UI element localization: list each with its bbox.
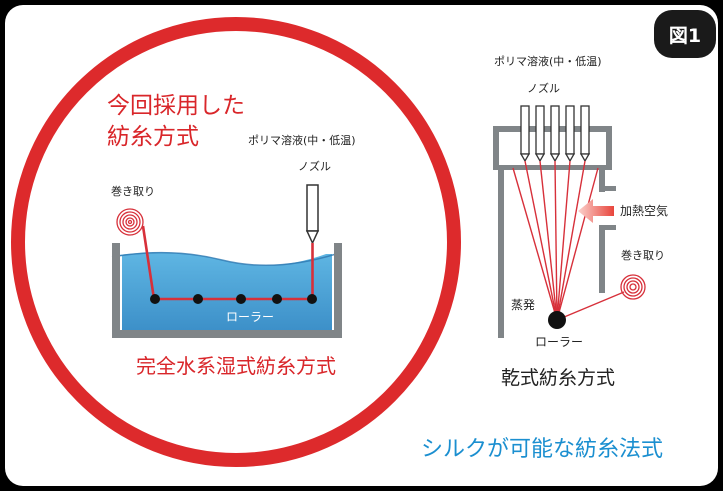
dry-roller (548, 311, 566, 329)
adopted-heading-line2: 紡糸方式 (107, 124, 199, 150)
dry-takeup-reel-icon (620, 274, 646, 300)
adopted-takeup-reel-icon (116, 208, 144, 236)
adopted-method-name: 完全水系湿式紡糸方式 (136, 354, 336, 378)
dry-roller-label: ローラー (535, 335, 583, 349)
dry-polymer-label: ポリマ溶液(中・低温) (494, 54, 602, 68)
dry-nozzle-label: ノズル (527, 81, 560, 95)
adopted-polymer-label: ポリマ溶液(中・低温) (248, 133, 356, 147)
figure-badge: 図1 (654, 10, 716, 58)
dry-spinning-chamber (493, 126, 616, 338)
highlight-circle (11, 17, 461, 467)
heated-air-arrow-icon (578, 199, 614, 223)
dry-takeup-label: 巻き取り (621, 249, 665, 262)
dry-threads (512, 160, 625, 321)
adopted-roller-label: ローラー (226, 310, 274, 324)
dry-nozzles (519, 105, 591, 163)
footer-caption: シルクが可能な紡糸法式 (421, 437, 663, 462)
dry-method-name: 乾式紡糸方式 (501, 367, 615, 389)
adopted-takeup-label: 巻き取り (111, 185, 155, 198)
adopted-thread (141, 225, 314, 301)
dry-air-label: 加熱空気 (620, 203, 668, 218)
adopted-heading-line1: 今回採用した (107, 93, 245, 119)
dry-evaporation-label: 蒸発 (511, 298, 535, 312)
adopted-nozzle-label: ノズル (298, 159, 331, 173)
badge-label: 図1 (669, 25, 701, 47)
adopted-nozzle (305, 184, 320, 245)
adopted-rollers (150, 294, 317, 304)
